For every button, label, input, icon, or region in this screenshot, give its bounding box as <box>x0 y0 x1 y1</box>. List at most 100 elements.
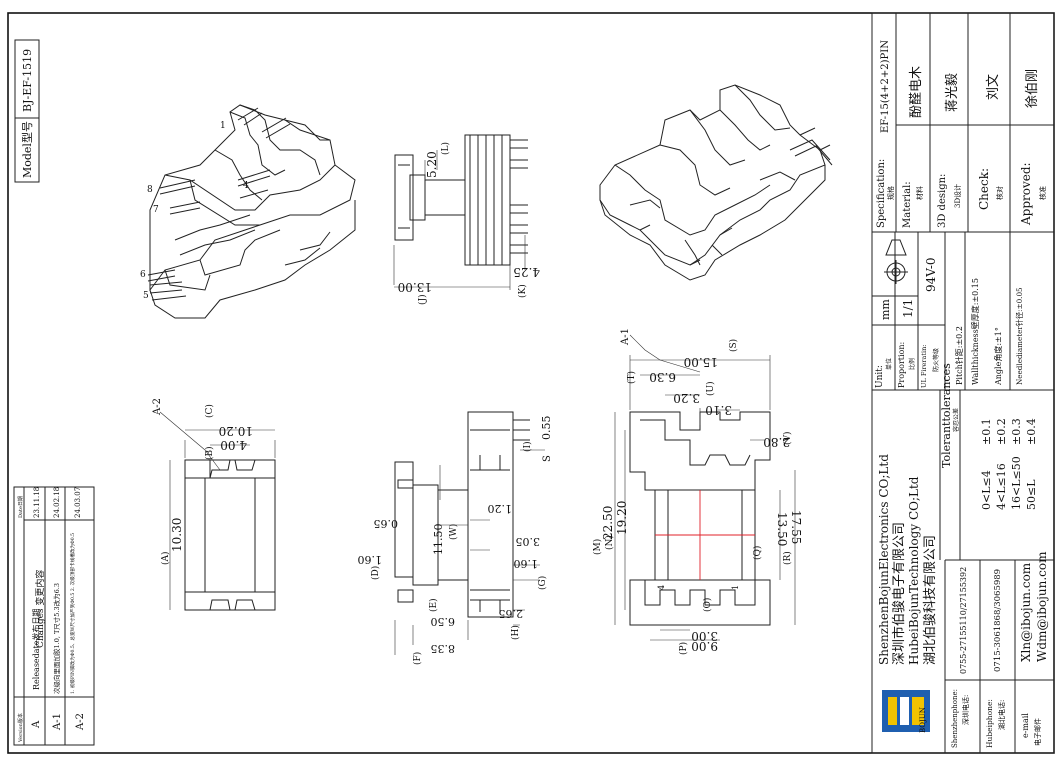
change-rev-a: A <box>31 720 42 729</box>
tol-val-4: ±0.4 <box>1025 418 1038 445</box>
proportion-label: Proportion: <box>897 342 906 388</box>
label-t: (T) <box>626 371 637 384</box>
label-j: (J) <box>417 294 428 305</box>
model-box: Model型号 BJ-EF-1519 <box>14 39 40 183</box>
note-a-2: A-2 <box>152 398 163 416</box>
tol-range-1: 0<L≤4 <box>980 470 993 510</box>
material-cn: 材料 <box>915 186 924 200</box>
tol-val-2: ±0.2 <box>995 418 1008 445</box>
company1-cn: 深圳市伯骏电子有限公司 <box>891 522 907 665</box>
email-cn: 电子邮件 <box>1033 718 1042 746</box>
email-1: Xln@ibojun.com <box>1019 562 1033 662</box>
change-rev-a1: A-1 <box>52 713 63 731</box>
iso-pin-5: 5 <box>143 291 149 301</box>
title-block: Specification: 规格 EF-15(4+2+2)PIN Materi… <box>871 12 1055 754</box>
check-cn: 核对 <box>995 186 1004 200</box>
material-value: 酚醛电木 <box>908 66 924 118</box>
tol-val-1: ±0.1 <box>980 418 993 445</box>
dim-3-10: 3.10 <box>705 403 732 417</box>
unit-label: Unit: <box>875 365 885 388</box>
label-v: (V) <box>782 431 793 445</box>
dim-1-60-right: 1.60 <box>514 557 539 570</box>
dim-1-60-left: 1.60 <box>358 553 383 566</box>
dim-10-30: 10.30 <box>170 518 184 552</box>
change-rev-a2: A-2 <box>75 713 86 731</box>
company2-en: HubeiBojunTechnology CO;Ltd <box>907 476 921 665</box>
check-label: Check: <box>977 168 991 210</box>
tol-title: Toleranttolerances <box>940 363 953 468</box>
dim-15-00: 15.00 <box>684 355 718 369</box>
unit-cn: 单位 <box>885 358 893 370</box>
label-r: (R) <box>782 551 793 565</box>
design-value: 蒋光毅 <box>944 73 960 112</box>
projection-symbol <box>884 239 908 284</box>
dim-4-25: 4.25 <box>513 265 540 279</box>
sz-phone-label: Shenzhenphone: <box>951 689 959 748</box>
change-text-a1: 次级向里面加胶1.0, T尺寸5.3改为6.3 <box>52 583 61 694</box>
dim-5-20: 5.20 <box>425 151 439 178</box>
iso-pin-7: 7 <box>153 205 159 215</box>
change-text-a2: 1. 初级PIN脚改为Φ0.5、总宽W尺寸加严到Φ0.5 2. 次级顶部卡线槽改… <box>69 533 76 694</box>
model-value: BJ-EF-1519 <box>21 49 34 112</box>
label-i: (I) <box>522 441 533 452</box>
changes-title: Changes 变更内容 <box>34 570 46 648</box>
unit-value: mm <box>879 299 892 320</box>
flame-label: UL Fireratin: <box>920 345 928 388</box>
sz-phone: 0755-27155110/27155392 <box>959 567 968 674</box>
dim-2-65: 2.65 <box>499 607 524 620</box>
dim-0-65: 0.65 <box>374 517 399 530</box>
pin-1-mark: 1 <box>731 585 740 590</box>
label-g: (G) <box>537 576 548 590</box>
tol-cn: 容忍公差 <box>952 408 960 432</box>
changes-table: Changes 变更内容 Version版本 Date日期 A Released… <box>13 486 95 746</box>
change-date-a: 23.11.18 <box>33 487 41 518</box>
tol-angle: Angle角度:±1° <box>993 327 1003 386</box>
label-b: (B) <box>204 446 215 460</box>
company1-en: ShenzhenBojunElectronics CO;Ltd <box>877 454 891 665</box>
note-a-1: A-1 <box>620 328 631 346</box>
hb-phone-label: Hubeiphone: <box>985 699 994 748</box>
label-d: (D) <box>370 566 381 580</box>
design-label: 3D design: <box>937 174 948 228</box>
dim-11-50: 11.50 <box>432 524 445 556</box>
label-k: (K) <box>517 284 528 298</box>
tol-range-4: 50≤L <box>1025 479 1038 510</box>
tol-val-3: ±0.3 <box>1010 418 1023 445</box>
label-a: (A) <box>160 551 171 565</box>
isometric-view-left: 1 4 8 7 6 5 <box>140 104 356 319</box>
dim-6-50: 6.50 <box>431 615 456 628</box>
mid-view: 0.55 S (I) 1.20 0.65 11.50 (W) 1.60 (D) … <box>358 411 553 665</box>
dim-1-20: 1.20 <box>488 502 513 515</box>
pin-4-mark: 4 <box>657 585 666 590</box>
iso-pin-6: 6 <box>140 270 146 280</box>
flame-value: 94V-0 <box>924 257 938 292</box>
design-cn: 3D设计 <box>953 184 962 208</box>
label-u: (U) <box>705 381 716 396</box>
label-p: (P) <box>678 642 689 655</box>
dim-22-50: 22.50 <box>601 506 615 540</box>
dim-0-55: 0.55 <box>540 416 553 441</box>
hb-phone-cn: 湖北电话: <box>997 700 1006 730</box>
label-n: (N) <box>604 535 615 550</box>
dim-3-20: 3.20 <box>673 391 700 405</box>
proportion-value: 1/1 <box>901 299 915 318</box>
dim-17-55: 17.55 <box>789 510 803 544</box>
flame-cn: 防火等级 <box>932 348 940 372</box>
change-date-a2: 24.03.07 <box>74 487 82 518</box>
label-l: (L) <box>440 142 451 155</box>
label-o: (O) <box>702 598 713 612</box>
sz-phone-cn: 深圳电话: <box>961 695 970 725</box>
change-date-a1: 24.02.18 <box>53 487 61 518</box>
dim-8-35: 8.35 <box>431 642 456 655</box>
label-h: (H) <box>510 625 521 640</box>
bojun-logo: BOJUN <box>882 690 930 733</box>
label-e: (E) <box>428 598 439 612</box>
label-s: (S) <box>728 339 739 352</box>
dim-13-00: 13.00 <box>398 280 432 294</box>
label-w: (W) <box>448 524 459 540</box>
proportion-cn: 比例 <box>908 358 916 370</box>
iso-pin-4: 4 <box>243 181 249 191</box>
company2-cn: 湖北伯骏科技有限公司 <box>923 535 938 665</box>
approved-value: 徐伯刚 <box>1025 69 1040 108</box>
